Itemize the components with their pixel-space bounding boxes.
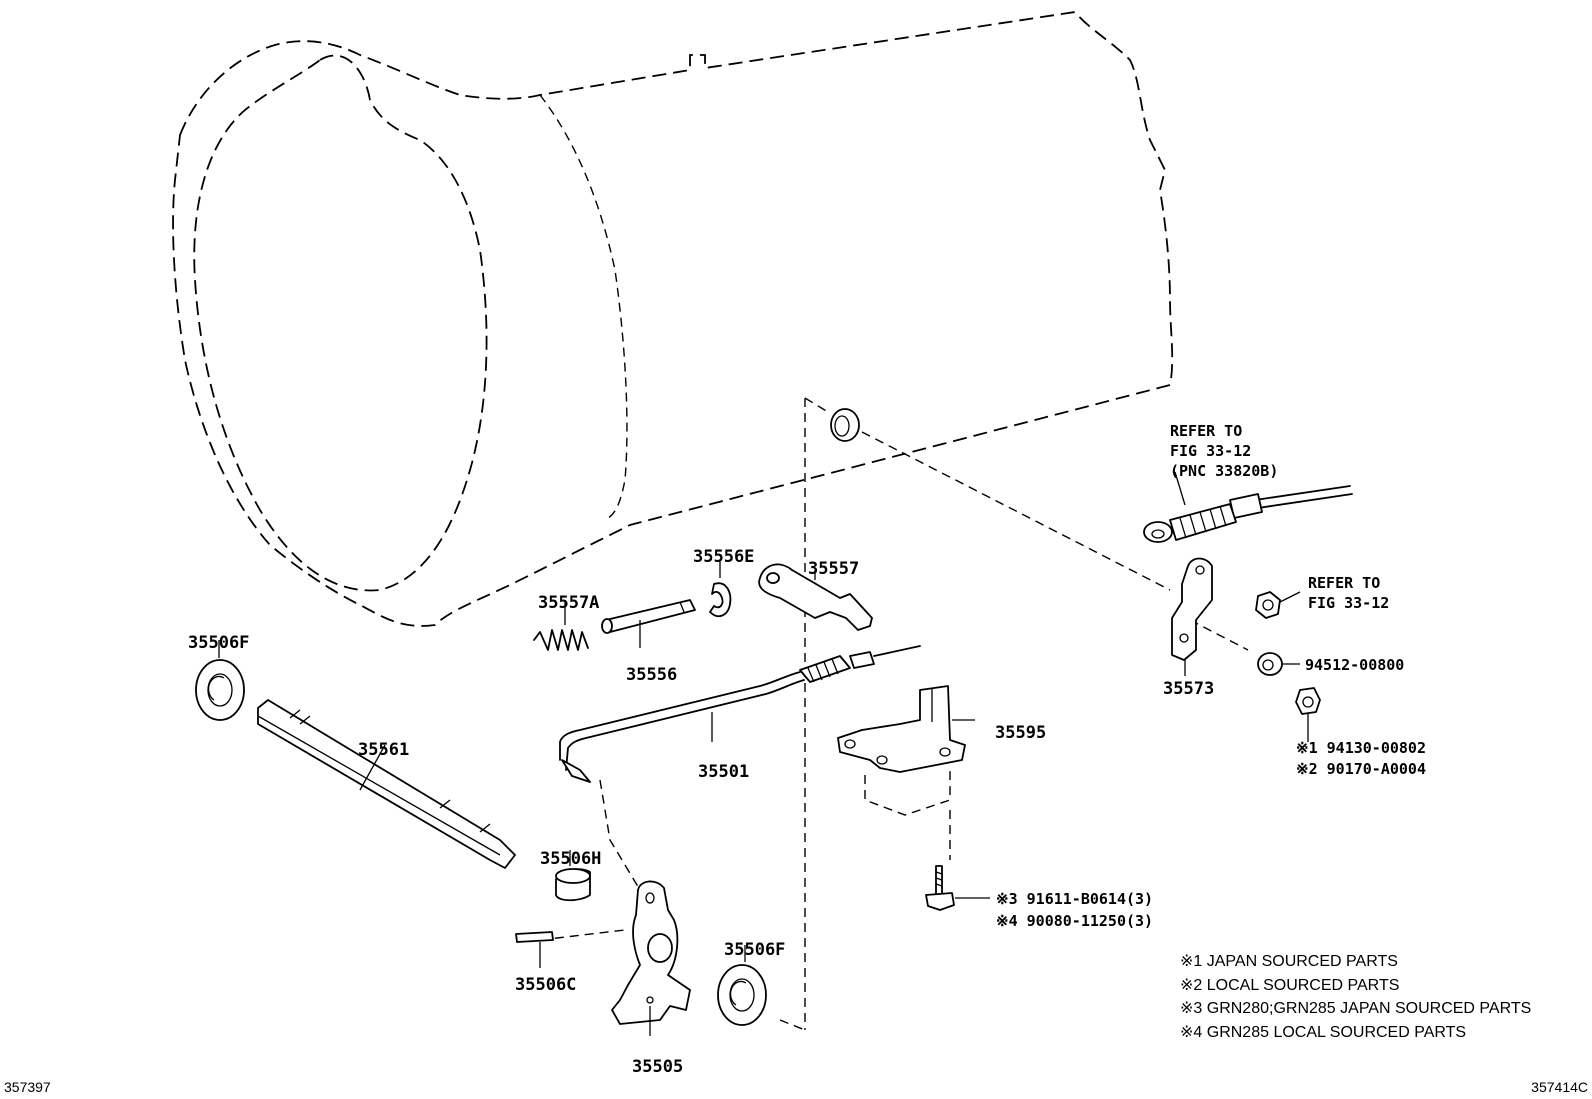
transmission-housing (172, 11, 1174, 627)
oil-seal-35506F-top (195, 640, 245, 721)
refer-nut-note: REFER TO FIG 33-12 (1308, 574, 1389, 612)
spring-35557A (533, 600, 589, 651)
refer-nut-line1: REFER TO (1308, 574, 1380, 592)
shaft-35561 (257, 699, 516, 869)
lever-plate-35505 (611, 880, 691, 1036)
refer-cable-note: REFER TO FIG 33-12 (PNC 33820B) (1170, 422, 1278, 480)
label-35556: 35556 (626, 665, 677, 685)
shift-cable (1143, 471, 1353, 543)
label-35561: 35561 (358, 740, 409, 760)
refer-nut-line2: FIG 33-12 (1308, 594, 1389, 612)
label-35595: 35595 (995, 723, 1046, 743)
washer-94512 (1257, 652, 1300, 676)
rod-35501 (559, 645, 921, 783)
label-94512: 94512-00800 (1305, 656, 1404, 674)
bracket-35573 (1171, 557, 1213, 676)
bracket-35595 (837, 685, 975, 773)
label-90170: ※2 90170-A0004 (1296, 760, 1426, 778)
footnotes: ※1 JAPAN SOURCED PARTS ※2 LOCAL SOURCED … (1180, 953, 1531, 1041)
footnote-2: ※2 LOCAL SOURCED PARTS (1180, 977, 1399, 994)
guide-lines (539, 397, 1249, 1031)
bolt-91611 (925, 865, 990, 911)
footnote-3: ※3 GRN280;GRN285 JAPAN SOURCED PARTS (1180, 1000, 1531, 1017)
label-90080: ※4 90080-11250(3) (996, 912, 1153, 930)
refer-cable-line1: REFER TO (1170, 422, 1242, 440)
nut-refer (1255, 591, 1301, 619)
part-labels: 35506F 35561 35557A 35556 35556E 35557 3… (188, 547, 1426, 1077)
label-35556E: 35556E (693, 547, 754, 567)
corner-id-left: 357397 (4, 1079, 51, 1095)
collar-35506H (555, 850, 591, 902)
footnote-4: ※4 GRN285 LOCAL SOURCED PARTS (1180, 1024, 1466, 1041)
lever-35557 (758, 563, 873, 631)
corner-id-right: 357414C (1531, 1079, 1588, 1095)
label-35505: 35505 (632, 1057, 683, 1077)
refer-cable-line2: FIG 33-12 (1170, 442, 1251, 460)
pin-35556 (601, 599, 696, 648)
label-91611: ※3 91611-B0614(3) (996, 890, 1153, 908)
label-35506C: 35506C (515, 975, 576, 995)
e-ring-35556E (709, 560, 732, 618)
oil-seal-35506F-bottom (717, 945, 767, 1026)
pin-35506C (515, 931, 554, 968)
label-35501: 35501 (698, 762, 749, 782)
refer-cable-line3: (PNC 33820B) (1170, 462, 1278, 480)
housing-oring (830, 408, 860, 442)
label-35506H: 35506H (540, 849, 601, 869)
footnote-1: ※1 JAPAN SOURCED PARTS (1180, 953, 1398, 970)
label-35506F-top: 35506F (188, 633, 249, 653)
label-94130: ※1 94130-00802 (1296, 739, 1426, 757)
label-35573: 35573 (1163, 679, 1214, 699)
label-35557A: 35557A (538, 593, 599, 613)
label-35506F-bottom: 35506F (724, 940, 785, 960)
nut-94130 (1295, 687, 1321, 742)
label-35557: 35557 (808, 559, 859, 579)
